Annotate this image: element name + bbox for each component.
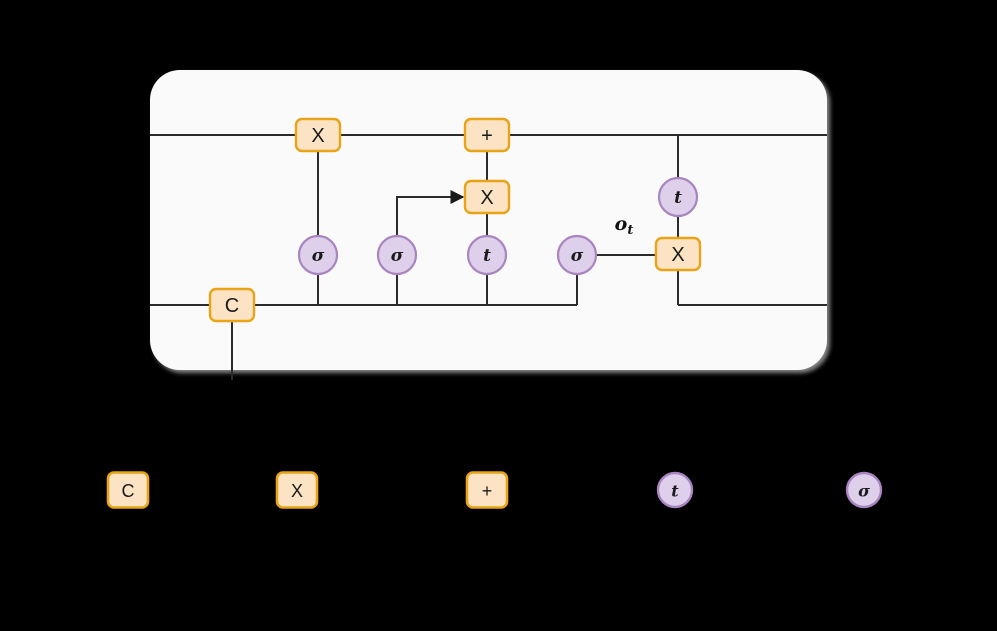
add-gate-box[interactable]: + xyxy=(463,117,511,153)
sigmoid-gate-circle[interactable]: σ xyxy=(556,234,598,276)
annotation-subscript: t xyxy=(627,223,633,238)
sigmoid-gate-circle[interactable]: σ xyxy=(376,234,418,276)
tanh-gate-circle[interactable]: t xyxy=(657,176,699,218)
node-layer: X + X X Cσ σ t σ t xyxy=(208,117,702,323)
wire-layer xyxy=(150,134,827,380)
node-label: + xyxy=(481,125,493,147)
node-label: σ xyxy=(571,246,584,266)
output-gate-label: ot xyxy=(615,213,634,238)
node-label: X xyxy=(480,187,493,209)
node-label: C xyxy=(225,295,239,317)
annotation-base: o xyxy=(615,213,628,235)
annotation-layer: ot xyxy=(615,213,634,238)
legend-item-label: X xyxy=(291,481,303,501)
legend-item-tanh[interactable]: t xyxy=(656,471,694,509)
legend-item-label: + xyxy=(482,481,493,501)
legend-item-label: σ xyxy=(858,482,870,501)
concat-box[interactable]: C xyxy=(208,287,256,323)
node-label: t xyxy=(674,188,682,208)
multiply-gate-box[interactable]: X xyxy=(654,236,702,272)
legend-layer: C X + t σ xyxy=(106,471,883,509)
tanh-gate-circle[interactable]: t xyxy=(466,234,508,276)
node-label: t xyxy=(483,246,491,266)
legend-item-label: t xyxy=(671,482,679,501)
legend-item-multiply[interactable]: X xyxy=(275,471,319,509)
node-label: σ xyxy=(312,246,325,266)
legend-item-label: C xyxy=(122,481,135,501)
legend-item-concat[interactable]: C xyxy=(106,471,150,509)
node-label: X xyxy=(311,125,324,147)
lstm-cell-panel xyxy=(150,70,827,370)
multiply-gate-box[interactable]: X xyxy=(463,179,511,215)
legend-item-add[interactable]: + xyxy=(465,471,509,509)
multiply-gate-box[interactable]: X xyxy=(294,117,342,153)
node-label: X xyxy=(671,244,684,266)
node-label: σ xyxy=(391,246,404,266)
sigmoid-gate-circle[interactable]: σ xyxy=(297,234,339,276)
legend-item-sigmoid[interactable]: σ xyxy=(845,471,883,509)
input-gate-to-multiply-wire xyxy=(396,190,465,236)
